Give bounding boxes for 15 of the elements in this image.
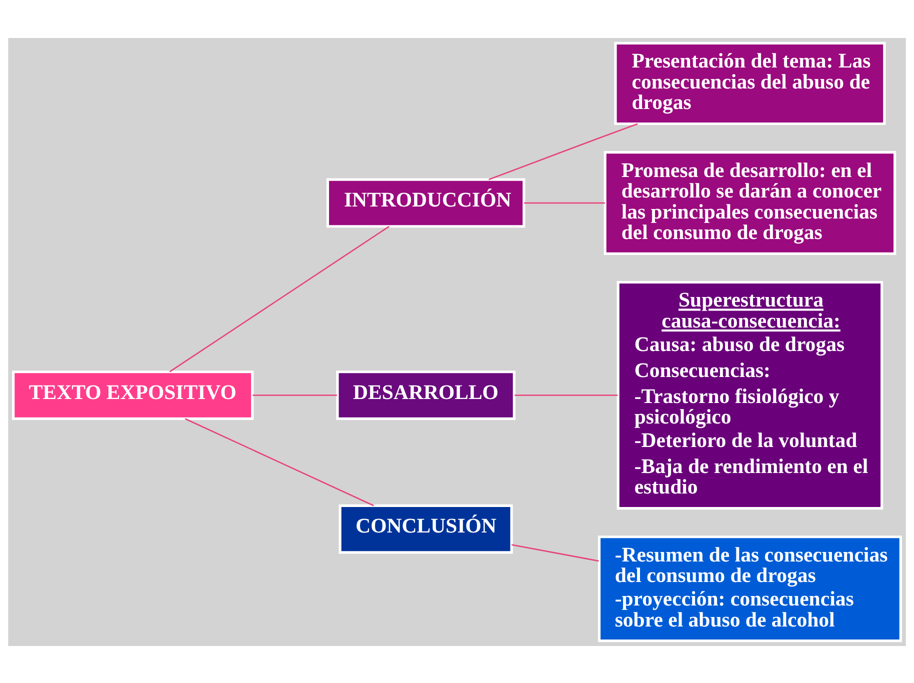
node-box: CONCLUSIÓN <box>338 504 513 554</box>
connector <box>488 122 638 180</box>
node-box: Superestructura causa-consecuencia: Causa: abuso de drogas Consecuencias: -Trastorno fisiológico y psicológico -Deterioro de la voluntad -Baja de rendimiento en el estudio <box>616 280 884 510</box>
node-box: TEXTO EXPOSITIVO <box>12 370 254 420</box>
node-box: INTRODUCCIÓN <box>326 178 526 228</box>
connector <box>252 394 338 396</box>
node-box: DESARROLLO <box>336 370 516 420</box>
node-box: Promesa de desarrollo: en el desarrollo se darán a conocer las principales consecuencias del consumo de drogas <box>604 150 896 254</box>
node-box: -Resumen de las consecuencias del consumo de drogas -proyección: consecuencias sobre el abuso de alcohol <box>598 535 902 642</box>
connector <box>169 225 390 372</box>
connector <box>514 394 618 396</box>
connector <box>524 202 606 204</box>
connector <box>184 418 374 506</box>
node-box: Presentación del tema: Las consecuencias del abuso de drogas <box>614 41 886 125</box>
connector <box>511 544 599 562</box>
